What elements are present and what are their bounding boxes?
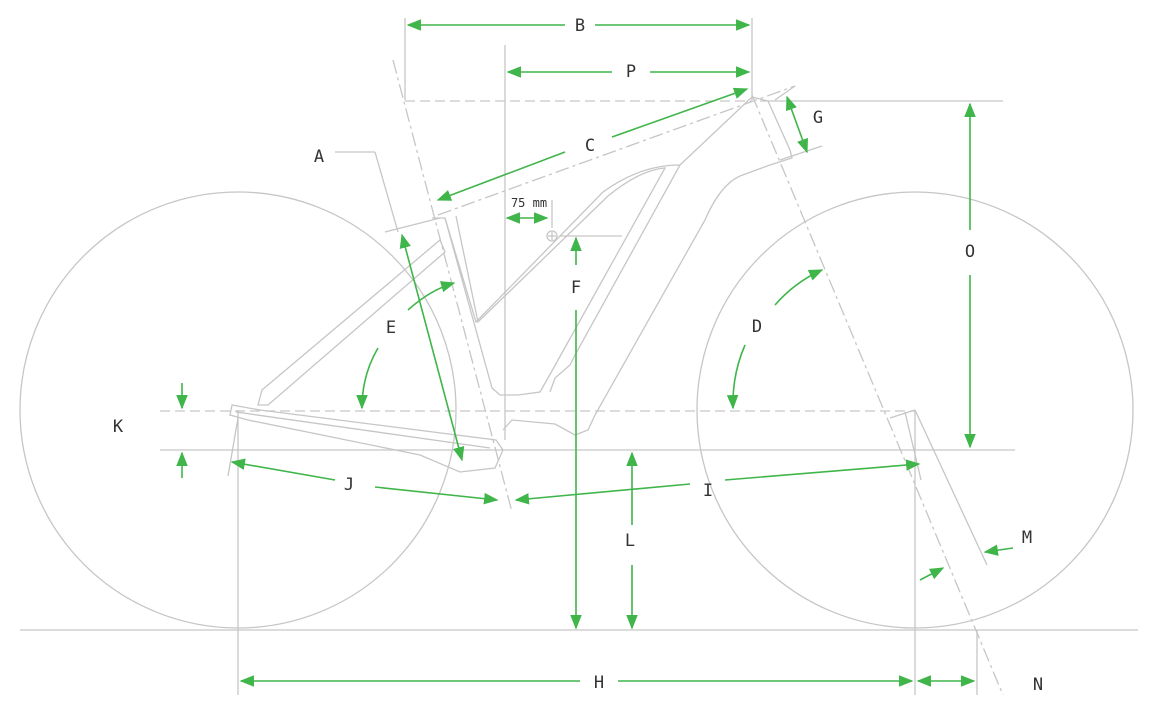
label-j: J xyxy=(344,475,354,495)
label-n: N xyxy=(1033,675,1043,695)
offset-75mm-label: 75 mm xyxy=(511,196,547,210)
label-e: E xyxy=(386,318,396,338)
label-a: A xyxy=(314,147,324,167)
bike-frame xyxy=(229,96,988,566)
label-f: F xyxy=(571,278,581,298)
label-h: H xyxy=(594,673,604,693)
label-m: M xyxy=(1022,528,1032,548)
label-k: K xyxy=(113,417,124,437)
dimension-arrows xyxy=(176,19,1014,687)
label-o: O xyxy=(965,242,975,262)
label-l: L xyxy=(625,531,635,551)
label-g: G xyxy=(813,108,823,128)
label-c: C xyxy=(585,136,595,156)
label-i: I xyxy=(703,481,713,501)
label-p: P xyxy=(626,62,636,82)
label-b: B xyxy=(575,16,585,36)
label-d: D xyxy=(752,317,762,337)
